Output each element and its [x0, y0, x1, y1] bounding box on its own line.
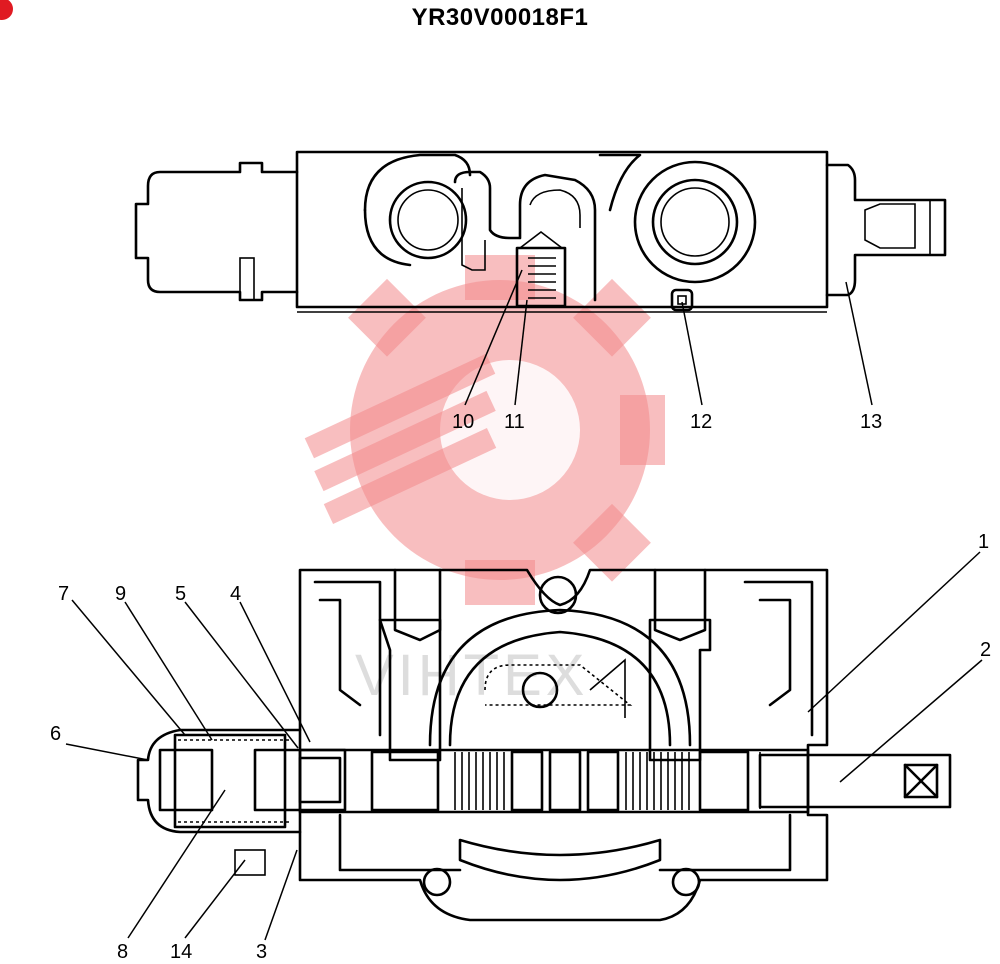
leader-12: [681, 301, 703, 406]
label-8: 8: [117, 941, 128, 963]
leader-3: [264, 849, 298, 941]
leader-14: [184, 859, 246, 939]
top-view-valve: [134, 150, 947, 313]
leader-5: [184, 601, 299, 749]
leader-2: [839, 659, 983, 783]
leader-8: [127, 789, 226, 939]
label-3: 3: [256, 941, 267, 963]
label-14: 14: [170, 941, 192, 963]
leader-6: [65, 743, 149, 761]
leader-11: [514, 299, 528, 406]
label-2: 2: [980, 639, 991, 661]
label-4: 4: [230, 583, 241, 605]
leader-4: [239, 601, 311, 743]
label-5: 5: [175, 583, 186, 605]
leader-9: [124, 601, 213, 741]
label-9: 9: [115, 583, 126, 605]
watermark-gear-logo: [304, 255, 665, 605]
brand-corner-mark: [0, 0, 13, 20]
label-6: 6: [50, 723, 61, 745]
label-1: 1: [978, 531, 989, 553]
leader-1: [807, 551, 981, 713]
leader-7: [71, 599, 186, 736]
leader-10: [464, 269, 523, 406]
label-13: 13: [860, 411, 882, 433]
label-12: 12: [690, 411, 712, 433]
label-11: 11: [504, 411, 525, 433]
drawing-title: YR30V00018F1: [411, 4, 589, 31]
leader-13: [845, 281, 873, 406]
label-10: 10: [452, 411, 474, 433]
bottom-view-valve: [136, 568, 952, 922]
label-7: 7: [58, 583, 69, 605]
